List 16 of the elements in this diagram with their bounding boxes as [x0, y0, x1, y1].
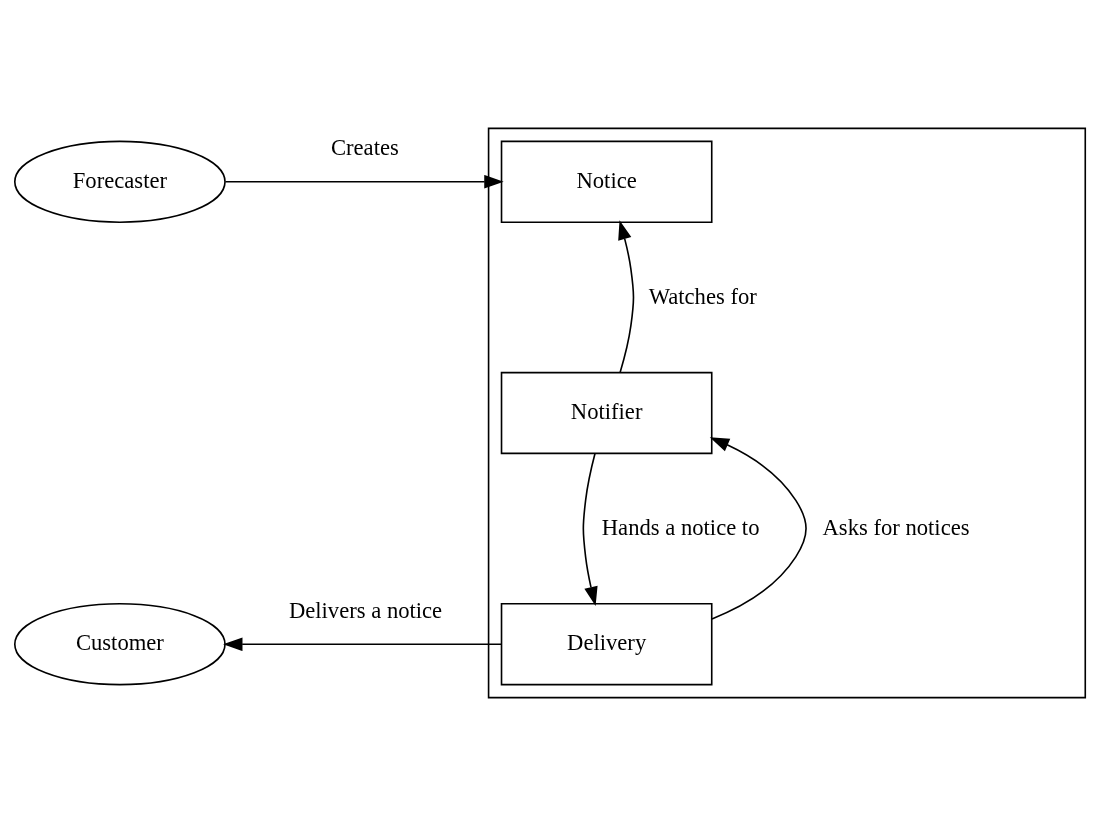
node-ellipse: Forecaster	[14, 140, 226, 223]
edge-label: Delivers a notice	[288, 597, 443, 623]
edge-label: Asks for notices	[822, 514, 970, 540]
arrow	[223, 636, 502, 651]
edge-label: Creates	[330, 134, 399, 160]
arrow	[224, 174, 504, 189]
node-box: Notice	[500, 140, 713, 223]
arrow	[618, 219, 635, 373]
node-box: Notifier	[500, 371, 713, 454]
arrow	[582, 452, 598, 606]
node-box: Delivery	[500, 602, 713, 685]
cluster	[487, 127, 1087, 698]
edge-label: Watches for	[648, 283, 757, 309]
arrow	[709, 436, 807, 620]
node-ellipse: Customer	[14, 602, 226, 685]
edge-label: Hands a notice to	[601, 514, 760, 540]
